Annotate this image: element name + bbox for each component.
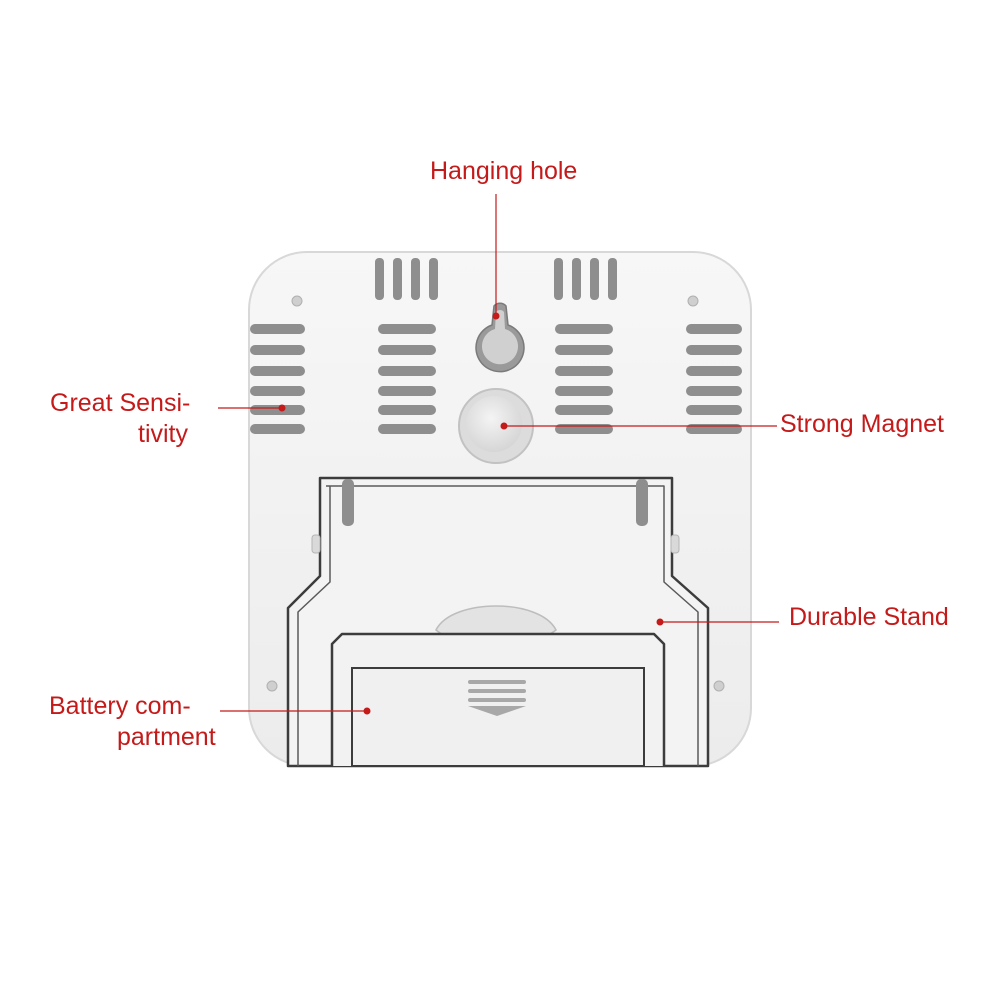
battery-cover-grip	[468, 680, 526, 716]
battery-compartment	[330, 632, 666, 767]
top-vent-left	[375, 258, 438, 300]
stand-hinge-right	[636, 479, 648, 526]
callout-durable-stand: Durable Stand	[789, 603, 949, 631]
callout-leaders	[218, 194, 779, 715]
side-vent-left	[250, 324, 305, 434]
top-vent-right	[554, 258, 617, 300]
screw-bottom-right	[713, 680, 725, 692]
inner-vent-left	[378, 324, 436, 434]
stand-side-nub-left	[311, 534, 321, 554]
callout-great-sensitivity-line1: Great Sensi-	[50, 389, 191, 417]
screw-top-left	[291, 295, 303, 307]
callout-battery-compartment: Battery com- partment	[49, 691, 216, 753]
screw-bottom-left	[266, 680, 278, 692]
hanging-hole	[475, 302, 525, 373]
callout-great-sensitivity: Great Sensi- tivity	[50, 388, 191, 450]
stand-side-nub-right	[670, 534, 680, 554]
callout-hanging-hole: Hanging hole	[430, 157, 578, 185]
callout-great-sensitivity-line2: tivity	[138, 420, 188, 448]
magnet	[458, 388, 534, 464]
screw-top-right	[687, 295, 699, 307]
callout-strong-magnet: Strong Magnet	[780, 410, 944, 438]
callout-battery-line2: partment	[117, 723, 216, 751]
callout-battery-line1: Battery com-	[49, 692, 191, 720]
stand-hinge-left	[342, 479, 354, 526]
